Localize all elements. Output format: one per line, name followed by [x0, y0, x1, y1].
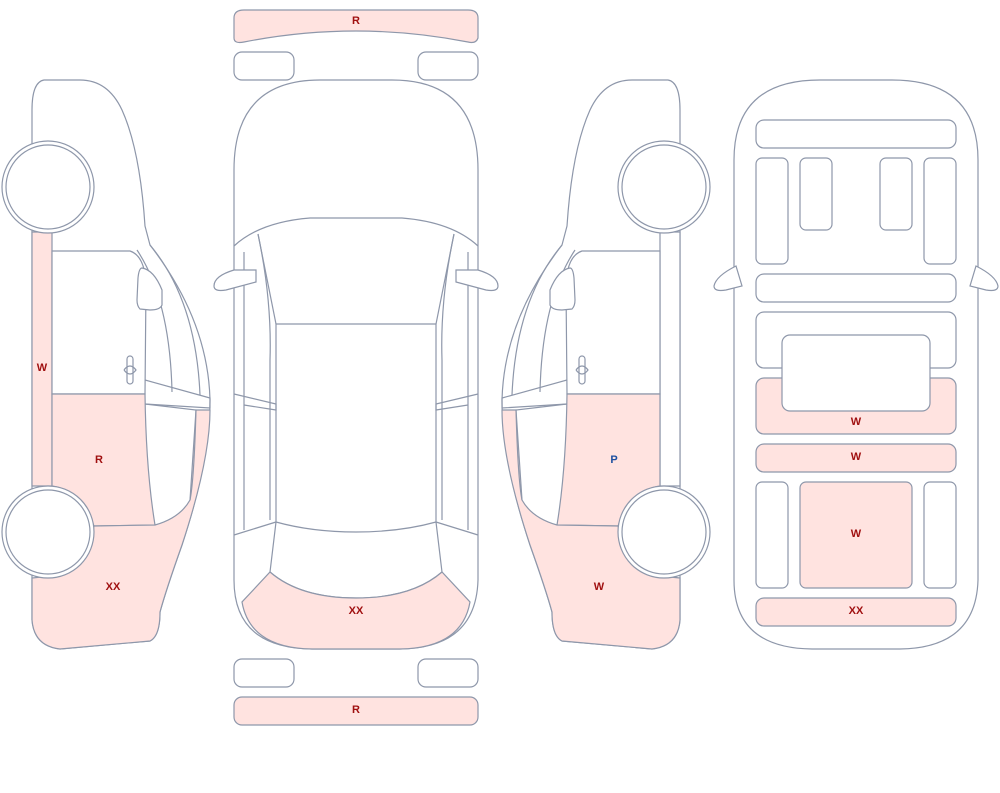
- left-front-door[interactable]: [51, 250, 147, 395]
- front-bumper-damage-code: R: [352, 15, 360, 27]
- right-front-door[interactable]: [565, 250, 661, 395]
- left-front-wheel[interactable]: [1, 140, 95, 234]
- left-rear-wheel-rim: [5, 489, 91, 575]
- right-headlight[interactable]: [417, 51, 479, 81]
- rear-trim-panel[interactable]: [755, 597, 957, 627]
- top-left-mirror[interactable]: [213, 269, 257, 292]
- right-c-pillar-line: [515, 403, 568, 501]
- roof[interactable]: [275, 323, 437, 533]
- front-left-seat[interactable]: [799, 157, 833, 231]
- rear-window[interactable]: [241, 571, 471, 650]
- top-view: R XX R: [213, 9, 499, 726]
- left-rear-wheel[interactable]: [1, 485, 95, 579]
- right-rear-quarter-damage-code: W: [594, 581, 605, 593]
- right-front-wheel-rim: [621, 144, 707, 230]
- right-door-handle[interactable]: [578, 355, 586, 385]
- left-rear-door-damage-code: R: [95, 454, 103, 466]
- right-a-pillar-line: [511, 244, 563, 396]
- front-left-door-trim[interactable]: [755, 157, 789, 265]
- right-side-rail-inner: [441, 233, 455, 520]
- left-rocker-panel[interactable]: [31, 231, 53, 487]
- rear-right-trim[interactable]: [923, 481, 957, 589]
- interior-left-mirror[interactable]: [713, 265, 743, 292]
- headliner[interactable]: [781, 334, 931, 412]
- rear-bumper-damage-code: R: [352, 704, 360, 716]
- cargo-floor-damage-code: W: [851, 528, 862, 540]
- center-console[interactable]: [755, 273, 957, 303]
- right-window-line: [501, 379, 568, 409]
- left-b-pillar-line: [136, 249, 173, 393]
- left-handle-recess: [123, 365, 137, 375]
- left-side-rail-inner: [257, 233, 271, 520]
- left-door-handle[interactable]: [126, 355, 134, 385]
- left-rocker-damage-code: W: [37, 362, 48, 374]
- left-headlight[interactable]: [233, 51, 295, 81]
- left-taillight[interactable]: [233, 658, 295, 688]
- right-side-view: P W: [501, 79, 711, 650]
- rear-bumper[interactable]: [233, 696, 479, 726]
- dashboard[interactable]: [755, 119, 957, 149]
- right-rear-pillar: [435, 521, 479, 536]
- front-bumper[interactable]: [233, 9, 479, 44]
- front-right-door-trim[interactable]: [923, 157, 957, 265]
- left-rear-quarter-damage-code: XX: [106, 581, 121, 593]
- cargo-floor[interactable]: [799, 481, 913, 589]
- top-right-mirror[interactable]: [455, 269, 499, 292]
- right-rear-wheel[interactable]: [617, 485, 711, 579]
- right-handle-recess: [575, 365, 589, 375]
- left-rear-pillar: [233, 521, 277, 536]
- right-rear-door-damage-code: P: [610, 454, 617, 466]
- left-a-pillar-line: [149, 244, 201, 396]
- rear-seat-bench[interactable]: [755, 443, 957, 473]
- hood-windshield-line: [233, 217, 479, 247]
- left-door-split: [233, 393, 277, 411]
- right-mirror[interactable]: [549, 267, 576, 311]
- left-mirror[interactable]: [136, 267, 163, 311]
- rear-seat-back-damage-code: W: [851, 416, 862, 428]
- interior-right-mirror[interactable]: [969, 265, 999, 292]
- front-right-seat[interactable]: [879, 157, 913, 231]
- left-c-pillar-line: [144, 403, 197, 501]
- right-rear-wheel-rim: [621, 489, 707, 575]
- left-front-wheel-rim: [5, 144, 91, 230]
- right-door-split: [435, 393, 479, 411]
- rear-trim-damage-code: XX: [849, 605, 864, 617]
- right-rocker-panel[interactable]: [659, 231, 681, 487]
- interior-view: W W W XX: [713, 79, 999, 650]
- left-side-view: W R XX: [1, 79, 211, 650]
- right-b-pillar-line: [539, 249, 576, 393]
- right-front-wheel[interactable]: [617, 140, 711, 234]
- rear-left-trim[interactable]: [755, 481, 789, 589]
- rear-seat-bench-damage-code: W: [851, 451, 862, 463]
- right-taillight[interactable]: [417, 658, 479, 688]
- rear-window-damage-code: XX: [349, 605, 364, 617]
- left-window-line: [144, 379, 211, 409]
